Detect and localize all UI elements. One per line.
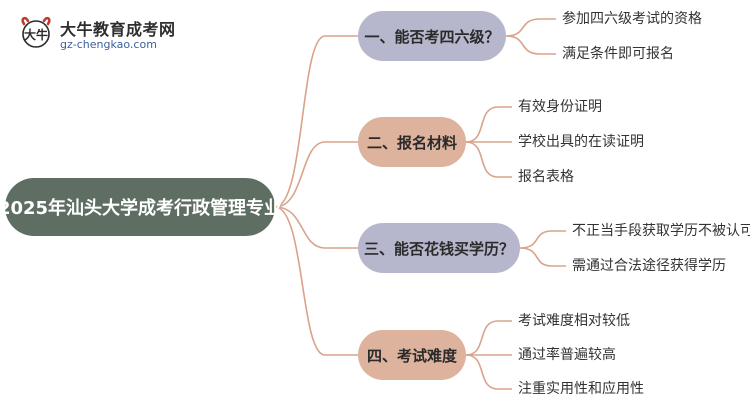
branch-node-4: 四、考试难度 [358,330,466,380]
root-label: 2025年汕头大学成考行政管理专业 [0,198,283,219]
connector-branch-4-leaf-3 [465,354,512,390]
leaf-3-1: 不正当手段获取学历不被认可 [572,223,750,239]
branch-3-label: 三、能否花钱买学历？ [363,239,514,258]
connector-branch-1-leaf-1 [505,18,556,37]
connector-branch-2-leaf-1 [465,106,512,143]
leaf-2-3: 报名表格 [518,169,574,185]
leaf-3-2: 需通过合法途径获得学历 [572,258,726,274]
leaf-1-2: 满足条件即可报名 [562,46,674,62]
leaf-1-1: 参加四六级考试的资格 [562,11,702,27]
svg-text:大牛: 大牛 [24,27,48,42]
connector-root-branch-2 [274,141,358,208]
connector-root-branch-3 [274,206,358,249]
branch-node-3: 三、能否花钱买学历？ [358,223,520,273]
leaf-4-2: 通过率普遍较高 [518,347,616,363]
branch-node-2: 二、报名材料 [358,117,466,167]
branch-1-label: 一、能否考四六级？ [364,27,500,46]
connector-branch-1-leaf-2 [505,35,556,55]
leaf-4-1: 考试难度相对较低 [518,313,630,329]
logo-title: 大牛教育成考网 [60,20,176,39]
branch-4-label: 四、考试难度 [366,346,457,365]
logo-ox-icon: 大牛 [21,16,51,48]
branch-node-1: 一、能否考四六级？ [358,11,506,61]
leaf-4-3: 注重实用性和应用性 [518,381,644,397]
leaf-2-2: 学校出具的在读证明 [518,134,644,150]
connector-branch-3-leaf-1 [519,230,566,249]
connector-root-branch-1 [274,35,358,208]
logo-url: gz-chengkao.com [60,38,157,51]
leaf-2-1: 有效身份证明 [518,99,602,115]
branch-2-label: 二、报名材料 [366,133,457,152]
connector-branch-4-leaf-1 [465,320,512,356]
mindmap-root-node: 2025年汕头大学成考行政管理专业 [0,178,282,236]
connector-branch-2-leaf-3 [465,141,512,178]
connector-branch-3-leaf-2 [519,247,566,267]
connector-root-branch-4 [274,206,358,356]
